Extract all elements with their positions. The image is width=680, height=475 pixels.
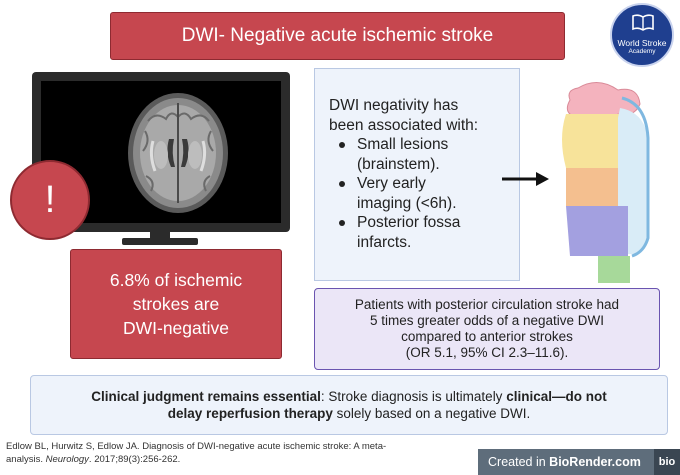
biorender-badge[interactable]: Created in BioRender.com bio (478, 449, 680, 475)
list-item-line-2: imaging (<6h). (357, 194, 457, 212)
posterior-circulation-box: Patients with posterior circulation stro… (314, 288, 660, 370)
monitor (32, 72, 290, 232)
stat-line-1: 6.8% of ischemic (109, 270, 243, 290)
association-intro-line-1: DWI negativity has (329, 97, 459, 114)
list-item: Very early imaging (<6h). (329, 174, 509, 213)
logo-text-line2: Academy (628, 48, 656, 55)
reference-part-3: . 2017;89(3):256-262. (88, 454, 181, 465)
clinical-bold-3: delay reperfusion therapy (167, 406, 333, 421)
reference-part-2: analysis. (6, 454, 46, 465)
clinical-line-2: delay reperfusion therapy solely based o… (31, 405, 667, 422)
clinical-text-1: : Stroke diagnosis is ultimately (320, 389, 507, 404)
reference-part-1: Edlow BL, Hurwitz S, Edlow JA. Diagnosis… (6, 441, 387, 452)
posterior-line-4: (OR 5.1, 95% CI 2.3–11.6). (405, 345, 569, 360)
page-title: DWI- Negative acute ischemic stroke (181, 25, 494, 46)
list-item-line-2: (brainstem). (357, 155, 440, 173)
alert-symbol: ! (44, 178, 56, 221)
title-banner: DWI- Negative acute ischemic stroke (110, 12, 565, 60)
posterior-line-3: compared to anterior strokes (401, 329, 573, 344)
list-item: Small lesions (brainstem). (329, 135, 509, 174)
association-intro-line-2: been associated with: (329, 116, 479, 134)
association-box: DWI negativity has been associated with:… (314, 68, 520, 281)
reference-journal: Neurology (45, 454, 89, 465)
clinical-bold-1: Clinical judgment remains essential (91, 389, 321, 404)
list-item: Posterior fossa infarcts. (329, 213, 509, 252)
logo-text-line1: World Stroke (617, 38, 667, 48)
clinical-text-2: solely based on a negative DWI. (332, 406, 531, 421)
clinical-line-1: Clinical judgment remains essential: Str… (31, 388, 667, 405)
monitor-stand-base (122, 238, 198, 245)
monitor-screen (41, 81, 281, 223)
list-item-line-1: Posterior fossa (357, 214, 461, 231)
badge-prefix: Created in (488, 455, 546, 469)
statistic-box: 6.8% of ischemic strokes are DWI-negativ… (70, 249, 282, 359)
list-item-line-2: infarcts. (357, 233, 412, 251)
list-item-line-1: Very early (357, 175, 426, 192)
right-arrow-icon (502, 172, 549, 186)
clinical-judgment-box: Clinical judgment remains essential: Str… (30, 375, 668, 435)
biorender-logo-icon: bio (654, 449, 680, 475)
badge-brand: BioRender.com (549, 455, 641, 469)
stat-line-2: strokes are (132, 294, 220, 314)
association-list: Small lesions (brainstem). Very early im… (329, 135, 509, 252)
reference-citation: Edlow BL, Hurwitz S, Edlow JA. Diagnosis… (6, 440, 466, 466)
monitor-stand-neck (150, 232, 170, 239)
brainstem-anatomy-illustration (562, 82, 650, 283)
posterior-line-2: 5 times greater odds of a negative DWI (369, 313, 605, 328)
world-stroke-academy-logo: World Stroke Academy (610, 3, 674, 67)
clinical-bold-2: clinical—do not (506, 389, 607, 404)
brain-mri-image (128, 93, 228, 213)
alert-icon: ! (10, 160, 90, 240)
list-item-line-1: Small lesions (357, 136, 449, 153)
posterior-line-1: Patients with posterior circulation stro… (354, 297, 620, 312)
book-icon (632, 14, 654, 31)
stat-line-3: DWI-negative (122, 318, 229, 338)
